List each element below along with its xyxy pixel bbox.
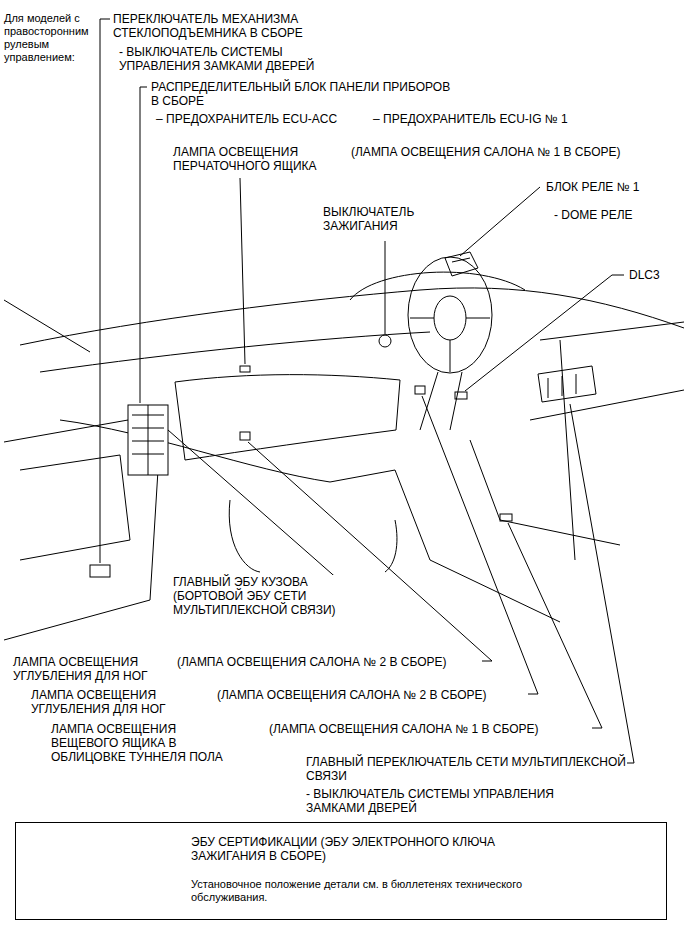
leader-line [460,187,540,256]
part-label: (ЛАМПА ОСВЕЩЕНИЯ САЛОНА № 2 В СБОРЕ) [176,655,448,669]
dash-edge [40,332,430,372]
part-label: - ВЫКЛЮЧАТЕЛЬ СИСТЕМЫ УПРАВЛЕНИЯ ЗАМКАМИ… [305,787,577,815]
part-label: БЛОК РЕЛЕ № 1 [545,180,641,194]
leader-line [168,430,340,581]
leader-lines [100,19,634,763]
part-label: ГЛАВНЫЙ ПЕРЕКЛЮЧАТЕЛЬ СЕТИ МУЛЬТИПЛЕКСНО… [305,755,627,783]
part-label: ПЕРЕКЛЮЧАТЕЛЬ МЕХАНИЗМА СТЕКЛОПОДЪЕМНИКА… [112,12,329,40]
part-label: РАСПРЕДЕЛИТЕЛЬНЫЙ БЛОК ПАНЕЛИ ПРИБОРОВ В… [150,80,452,108]
a-pillar [4,300,90,352]
window-switch-master [538,366,596,402]
note-box: ЭБУ СЕРТИФИКАЦИИ (ЭБУ ЭЛЕКТРОННОГО КЛЮЧА… [15,822,667,920]
steering-spokes [410,318,490,372]
leader-line [140,87,147,403]
part-label: ЛАМПА ОСВЕЩЕНИЯ УГЛУБЛЕНИЯ ДЛЯ НОГ [12,655,174,683]
dlc3-connector [455,392,467,399]
junction-block [128,405,168,475]
leader-line [508,523,602,728]
part-label: ГЛАВНЫЙ ЭБУ КУЗОВА (БОРТОВОЙ ЭБУ СЕТИ МУ… [172,575,374,617]
part-label: ЛАМПА ОСВЕЩЕНИЯ ВЕЩЕВОГО ЯЩИКА В ОБЛИЦОВ… [50,722,242,764]
part-label: - ВЫКЛЮЧАТЕЛЬ СИСТЕМЫ УПРАВЛЕНИЯ ЗАМКАМИ… [118,45,330,73]
dash-lower [60,420,395,482]
leader-line [385,241,386,334]
leader-line [570,404,634,763]
door-trim [20,455,130,560]
part-label: ЭБУ СЕРТИФИКАЦИИ (ЭБУ ЭЛЕКТРОННОГО КЛЮЧА… [191,835,531,864]
part-label: (ЛАМПА ОСВЕЩЕНИЯ САЛОНА № 1 В СБОРЕ) [350,145,622,159]
leader-line [240,178,245,364]
glovebox [175,375,400,460]
window-switch-left [90,565,110,577]
steering-hub [434,296,466,340]
junction-block-detail [132,405,164,475]
part-label: ЛАМПА ОСВЕЩЕНИЯ УГЛУБЛЕНИЯ ДЛЯ НОГ [30,688,207,716]
part-label: – ПРЕДОХРАНИТЕЛЬ ECU-ACC [155,112,338,126]
steering-wheel [408,257,492,373]
leader-line [248,442,492,661]
leader-line [465,275,624,391]
center-console [395,440,620,622]
instrument-hood [350,272,525,300]
note-text: Для моделей с правосторонним рулевым упр… [3,12,93,64]
part-label: DLC3 [628,268,661,282]
ignition-switch [379,335,391,347]
note-text: Установочное положение детали см. в бюлл… [191,878,531,904]
lamp-symbol [240,432,250,440]
part-label: ВЫКЛЮЧАТЕЛЬ ЗАЖИГАНИЯ [322,205,454,233]
part-label: ЛАМПА ОСВЕЩЕНИЯ ПЕРЧАТОЧНОГО ЯЩИКА [172,145,349,173]
lamp-symbol [500,514,512,521]
part-label: (ЛАМПА ОСВЕЩЕНИЯ САЛОНА № 2 В СБОРЕ) [216,688,488,702]
right-door [530,322,684,560]
lamp-symbol [415,386,425,394]
part-label: (ЛАМПА ОСВЕЩЕНИЯ САЛОНА № 1 В СБОРЕ) [268,722,540,736]
part-label: - DOME РЕЛЕ [553,208,634,222]
relay-block [445,252,478,276]
seat-outline [229,500,397,572]
leader-line [100,19,110,563]
lamp-symbol [240,366,250,372]
part-label: – ПРЕДОХРАНИТЕЛЬ ECU-IG № 1 [372,112,569,126]
steering-column [420,372,462,430]
leader-line [422,396,538,694]
